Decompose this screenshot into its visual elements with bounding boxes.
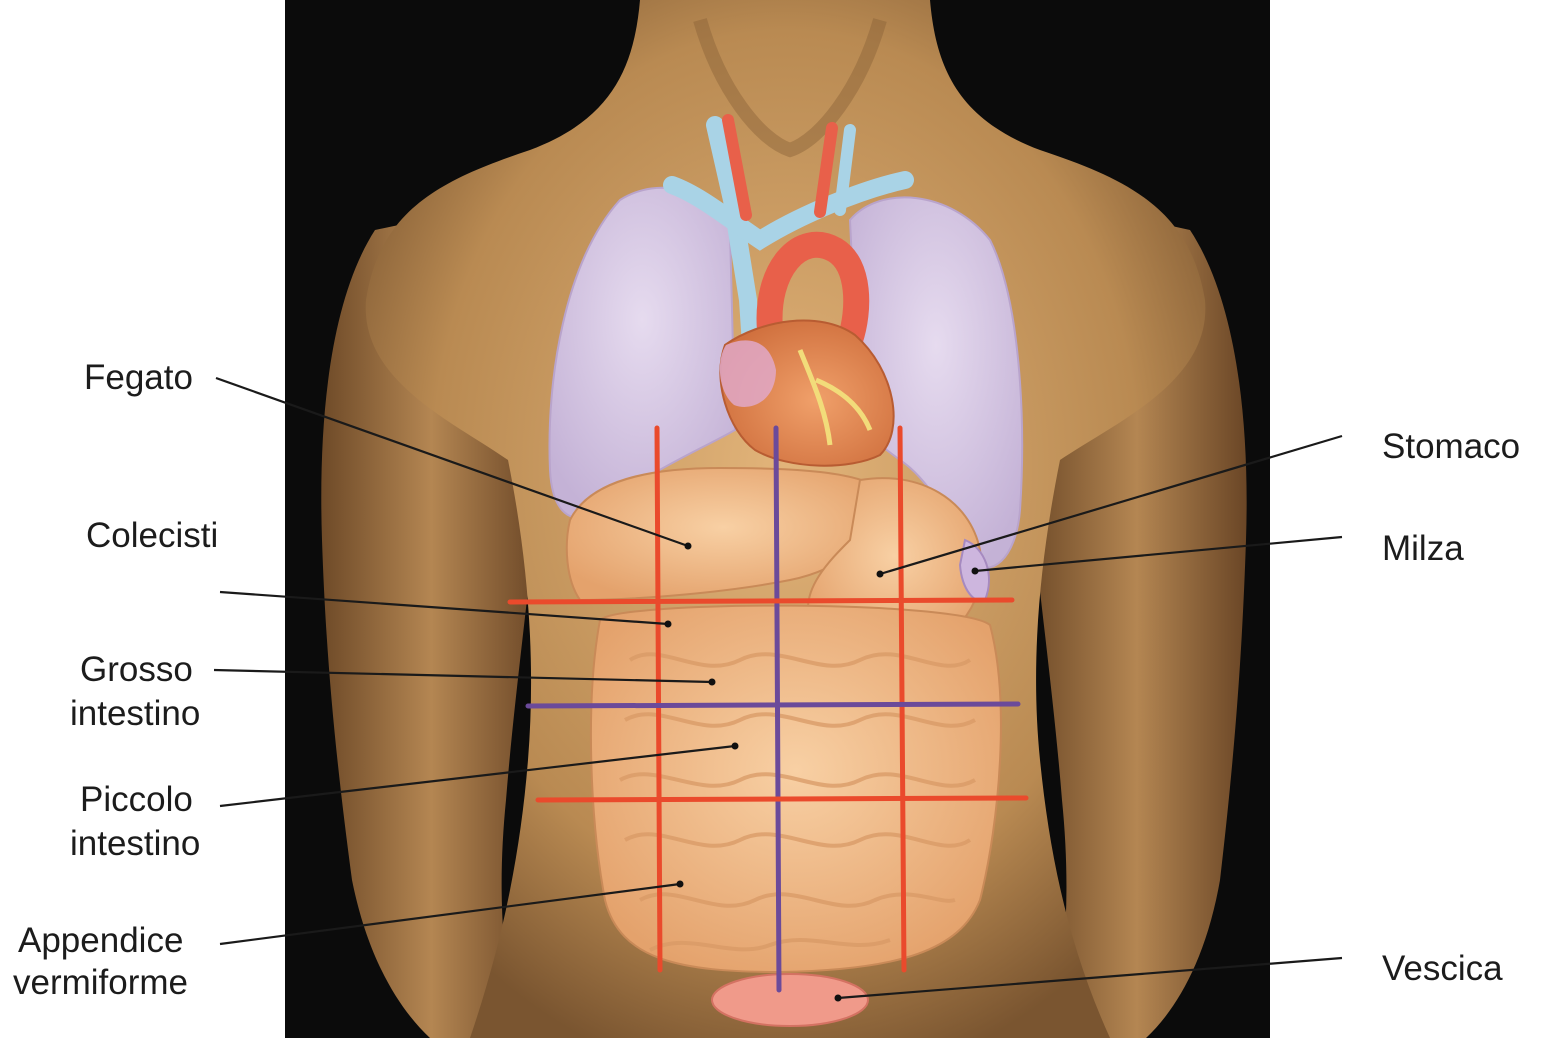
label-appendice-line1: Appendice (18, 921, 183, 960)
label-milza: Milza (1382, 529, 1464, 568)
label-piccolo-intestino-line1: Piccolo (80, 780, 193, 819)
label-grosso-intestino-line2: intestino (70, 694, 200, 733)
grid-vertical-left (657, 428, 660, 970)
label-vescica: Vescica (1382, 949, 1503, 988)
bladder (712, 974, 868, 1026)
label-piccolo-intestino-line2: intestino (70, 824, 200, 863)
grid-horizontal-middle (528, 704, 1018, 706)
label-stomaco: Stomaco (1382, 427, 1520, 466)
label-colecisti: Colecisti (86, 516, 218, 555)
grid-vertical-center (776, 428, 779, 990)
grid-horizontal-lower (538, 798, 1026, 800)
label-fegato: Fegato (84, 358, 193, 397)
label-appendice-line2: vermiforme (13, 963, 188, 1002)
label-grosso-intestino-line1: Grosso (80, 650, 193, 689)
grid-horizontal-upper (510, 600, 1012, 602)
